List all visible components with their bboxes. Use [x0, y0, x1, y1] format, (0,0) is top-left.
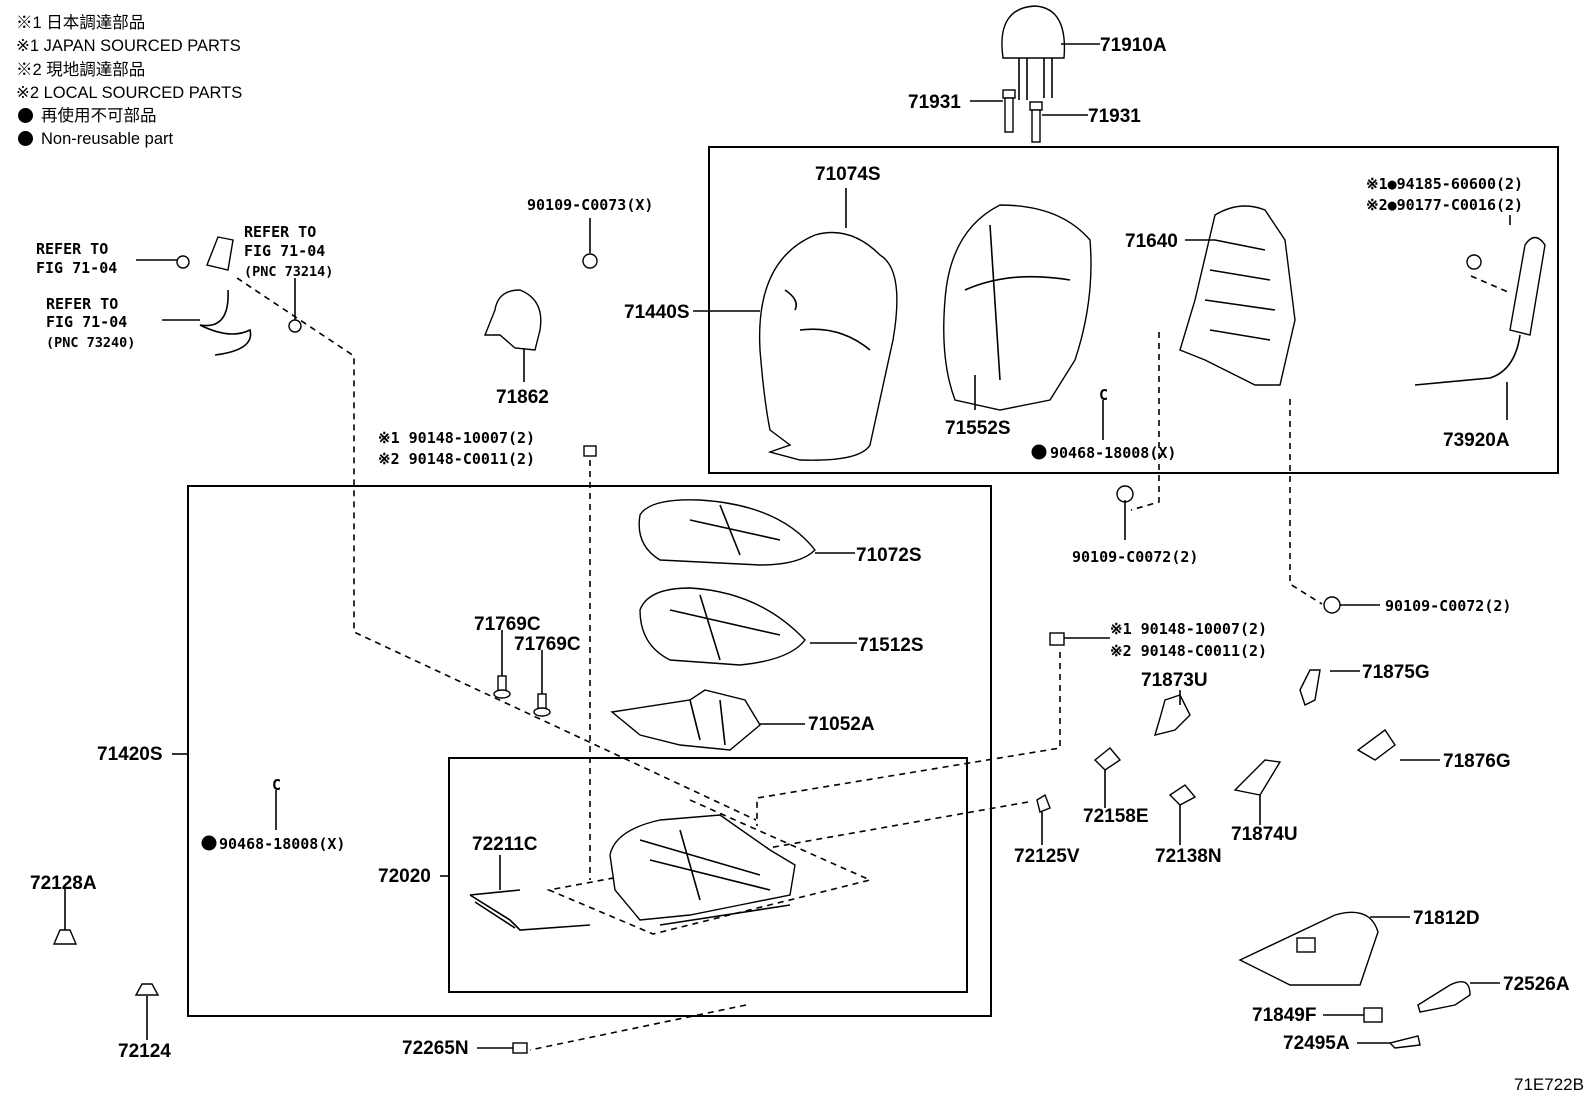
- seatback-assembly-box: [708, 146, 1559, 474]
- label-72211c: 72211C: [472, 834, 538, 855]
- label-90148-10007-mid: ※1 90148-10007(2): [1110, 620, 1267, 638]
- refer-2-line-2: FIG 71-04: [244, 242, 325, 260]
- seat-track-box: [448, 757, 968, 993]
- side-airbag-part: [1414, 236, 1546, 386]
- bolt-71769c-parts: [493, 675, 551, 717]
- legend-line-3: ※2 現地調達部品: [16, 60, 146, 79]
- label-71440s: 71440S: [624, 302, 690, 323]
- label-71072s: 71072S: [856, 545, 922, 566]
- refer-1-line-1: REFER TO: [36, 240, 108, 258]
- label-71849f: 71849F: [1252, 1005, 1316, 1026]
- part-labels: 71910A 71931 71931 90109-C0073(X) 71074S…: [30, 35, 1584, 1094]
- clip-72265n-part: [512, 1042, 528, 1054]
- label-72124: 72124: [118, 1041, 171, 1062]
- label-71769c-b: 71769C: [514, 634, 581, 655]
- bolt-90148-parts: [583, 445, 1065, 646]
- label-90109-c0072-b: 90109-C0072(2): [1385, 597, 1511, 615]
- label-90468-18008-top: 90468-18008(X): [1050, 444, 1176, 462]
- legend-line-5-text: 再使用不可部品: [41, 107, 157, 126]
- legend-line-4: ※2 LOCAL SOURCED PARTS: [16, 83, 243, 102]
- leader-lines: [64, 43, 1511, 1049]
- label-71862: 71862: [496, 387, 549, 408]
- label-71875g: 71875G: [1362, 662, 1430, 683]
- clip-71862-part: [483, 289, 542, 351]
- label-c-top: C: [1099, 386, 1108, 404]
- label-90148-10007-top: ※1 90148-10007(2): [378, 429, 535, 447]
- legend-line-6: Non-reusable part: [16, 128, 336, 151]
- refer-2-line-3: (PNC 73214): [244, 264, 333, 280]
- label-72125v: 72125V: [1014, 846, 1080, 867]
- label-71910a: 71910A: [1100, 35, 1167, 56]
- wire-72211c-part: [469, 889, 591, 931]
- label-72138n: 72138N: [1155, 846, 1222, 867]
- label-71074s: 71074S: [815, 164, 881, 185]
- refer-3-line-1: REFER TO: [46, 295, 118, 313]
- legend-line-1: ※1 日本調達部品: [16, 14, 146, 32]
- label-90177-c0016: ※2●90177-C0016(2): [1366, 196, 1523, 214]
- label-90468-18008-bottom: 90468-18008(X): [219, 835, 345, 853]
- label-72265n: 72265N: [402, 1038, 469, 1059]
- headrest-part: [1001, 5, 1066, 100]
- figure-code: 71E722B: [1514, 1075, 1584, 1094]
- seatback-frame-part: [1179, 205, 1296, 386]
- label-90148-c0011-top: ※2 90148-C0011(2): [378, 450, 535, 468]
- headrest-guide-parts: [1002, 89, 1043, 143]
- knob-72526a-part: [1417, 981, 1471, 1013]
- knob-small-parts: [1363, 1007, 1421, 1049]
- cushion-pad-part: [639, 587, 806, 666]
- label-72020: 72020: [378, 866, 431, 887]
- label-73920a: 73920A: [1443, 430, 1510, 451]
- label-72526a: 72526A: [1503, 974, 1570, 995]
- shield-71812d-part: [1238, 911, 1379, 986]
- label-71769c-a: 71769C: [474, 614, 541, 635]
- refer-2-line-1: REFER TO: [244, 223, 316, 241]
- label-72495a: 72495A: [1283, 1033, 1350, 1054]
- seat-track-frame-part: [609, 814, 796, 926]
- label-71874u: 71874U: [1231, 824, 1298, 845]
- refer-3-line-3: (PNC 73240): [46, 335, 135, 351]
- non-reusable-dot-icon: [18, 108, 33, 124]
- label-c-bottom: C: [272, 776, 281, 794]
- refer-to-notes: REFER TO FIG 71-04 REFER TO FIG 71-04 (P…: [36, 223, 333, 351]
- legend-line-2: ※1 JAPAN SOURCED PARTS: [16, 37, 241, 56]
- label-71512s: 71512S: [858, 635, 924, 656]
- legend: ※1 日本調達部品 ※1 JAPAN SOURCED PARTS ※2 現地調達…: [16, 12, 336, 152]
- label-71931-right: 71931: [1088, 106, 1141, 127]
- cushion-cover-part: [638, 499, 816, 566]
- label-71420s: 71420S: [97, 744, 163, 765]
- legend-line-5: 再使用不可部品: [16, 105, 336, 128]
- legend-line-6-text: Non-reusable part: [41, 130, 174, 149]
- label-71052a: 71052A: [808, 714, 875, 735]
- non-reusable-dot-icon: [1031, 444, 1047, 460]
- label-71876g: 71876G: [1443, 751, 1511, 772]
- label-72128a: 72128A: [30, 873, 97, 894]
- label-94185-60600: ※1●94185-60600(2): [1366, 175, 1523, 193]
- seatbelt-buckle-part: [176, 236, 302, 356]
- cushion-pan-part: [610, 689, 761, 751]
- clip-72124-part: [134, 983, 160, 996]
- label-71640: 71640: [1125, 231, 1178, 252]
- label-71812d: 71812D: [1413, 908, 1480, 929]
- clip-72128a-part: [52, 929, 78, 945]
- label-71873u: 71873U: [1141, 670, 1208, 691]
- label-72158e: 72158E: [1083, 806, 1149, 827]
- non-reusable-dot-icon: [201, 835, 217, 851]
- label-90109-c0072-a: 90109-C0072(2): [1072, 548, 1198, 566]
- seatback-pad-part: [943, 204, 1092, 411]
- refer-3-line-2: FIG 71-04: [46, 313, 127, 331]
- bracket-parts-right: [1036, 669, 1396, 813]
- seatback-cover-part: [758, 231, 898, 461]
- label-90109-c0073: 90109-C0073(X): [527, 196, 653, 214]
- label-71552s: 71552S: [945, 418, 1011, 439]
- label-71931-left: 71931: [908, 92, 961, 113]
- refer-1-line-2: FIG 71-04: [36, 259, 117, 277]
- non-reusable-dot-icon: [18, 131, 33, 147]
- label-90148-c0011-mid: ※2 90148-C0011(2): [1110, 642, 1267, 660]
